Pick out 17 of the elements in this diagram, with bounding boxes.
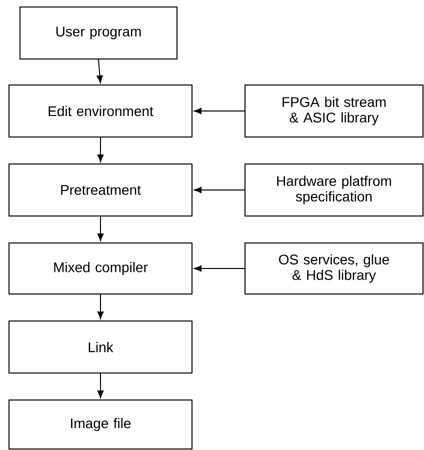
arrow [194,108,245,114]
process-box: Image file [8,400,192,450]
arrow [97,137,104,162]
input-box: FPGA bit stream & ASIC library [244,84,424,138]
arrow [97,216,104,241]
arrow [97,373,104,398]
arrow [194,265,245,272]
process-box: Pretreatment [8,164,192,216]
input-box: Hardware platfrom specification [244,164,424,216]
input-box: OS services, glue & HdS library [244,242,424,294]
arrow [194,186,245,194]
process-box: Mixed compiler [8,242,192,294]
process-box: User program [20,6,178,60]
process-box: Link [8,320,192,374]
arrow [96,59,103,84]
arrow [97,294,104,320]
process-box: Edit environment [8,84,192,138]
